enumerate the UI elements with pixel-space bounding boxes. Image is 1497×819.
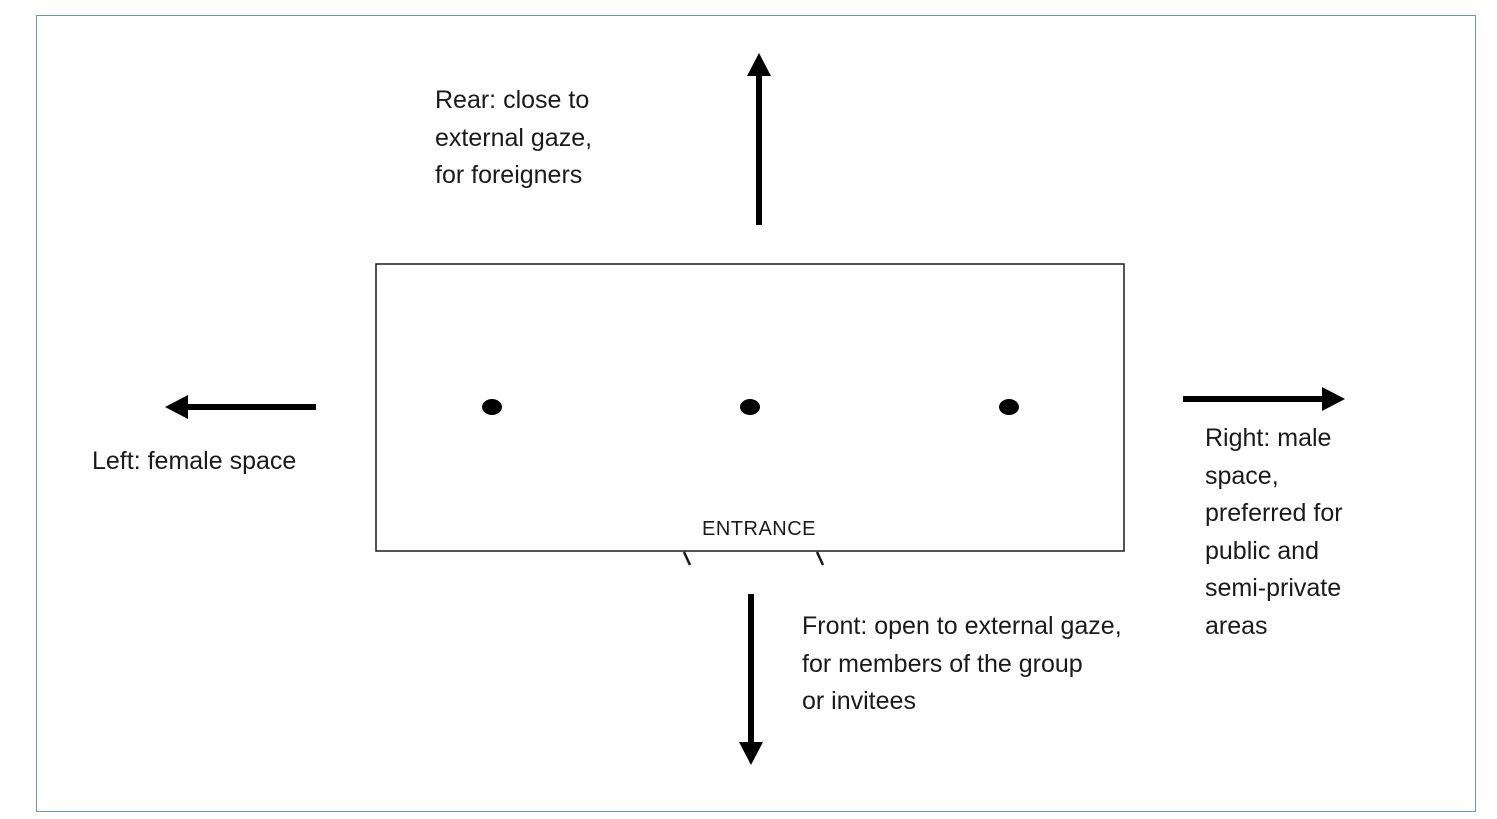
rear-label: Rear: close to external gaze, for foreig… [435,86,593,189]
entrance-label: ENTRANCE [702,518,817,540]
figure-frame [36,15,1476,812]
house-rectangle [375,263,1125,552]
left-arrow [165,395,316,419]
front-arrow [739,594,763,765]
door-left-tick [682,551,692,566]
right-label: Right: male space, preferred for public … [1205,424,1343,640]
door-right-tick [815,551,825,566]
front-label: Front: open to external gaze, for member… [802,612,1122,715]
rear-arrow [747,53,771,225]
left-label: Left: female space [92,447,297,475]
center-dot [740,399,760,415]
right-arrow [1183,387,1345,411]
right-dot [999,399,1019,415]
left-dot [482,399,502,415]
